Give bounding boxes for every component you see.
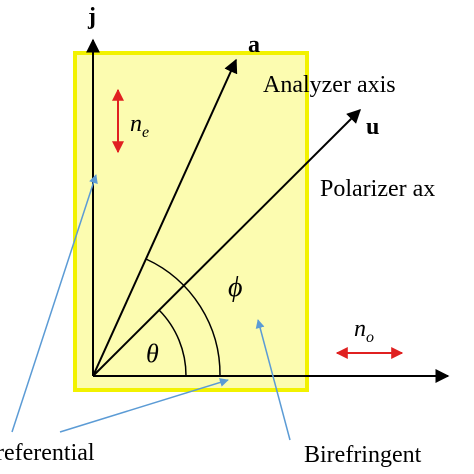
axis-a-label: a (248, 32, 260, 58)
n-o-label: no (354, 316, 374, 346)
n-o-base: n (354, 316, 366, 342)
axis-a-arrow (92, 58, 238, 377)
axis-u-arrow (92, 109, 361, 377)
analyzer-axis-label: Analyzer axis (263, 72, 396, 98)
theta-arc (158, 309, 187, 377)
axis-u-label: u (366, 114, 379, 140)
referential-label: referential (0, 440, 95, 466)
theta-label: θ (146, 339, 159, 368)
phi-arc (145, 258, 221, 377)
birefringent-pointer-arrow (255, 319, 291, 441)
axis-j-label: j (87, 4, 96, 30)
referential-pointer-arrow (11, 174, 98, 433)
n-e-label: ne (130, 111, 149, 141)
polarizer-axis-label: Polarizer ax (320, 176, 435, 202)
n-e-sub: e (142, 124, 149, 141)
birefringent-label: Birefringent (304, 442, 422, 468)
n-o-sub: o (366, 329, 374, 346)
phi-label: ϕ (228, 272, 243, 303)
n-e-base: n (130, 111, 142, 137)
referential-pointer-arrow-2 (59, 378, 229, 433)
